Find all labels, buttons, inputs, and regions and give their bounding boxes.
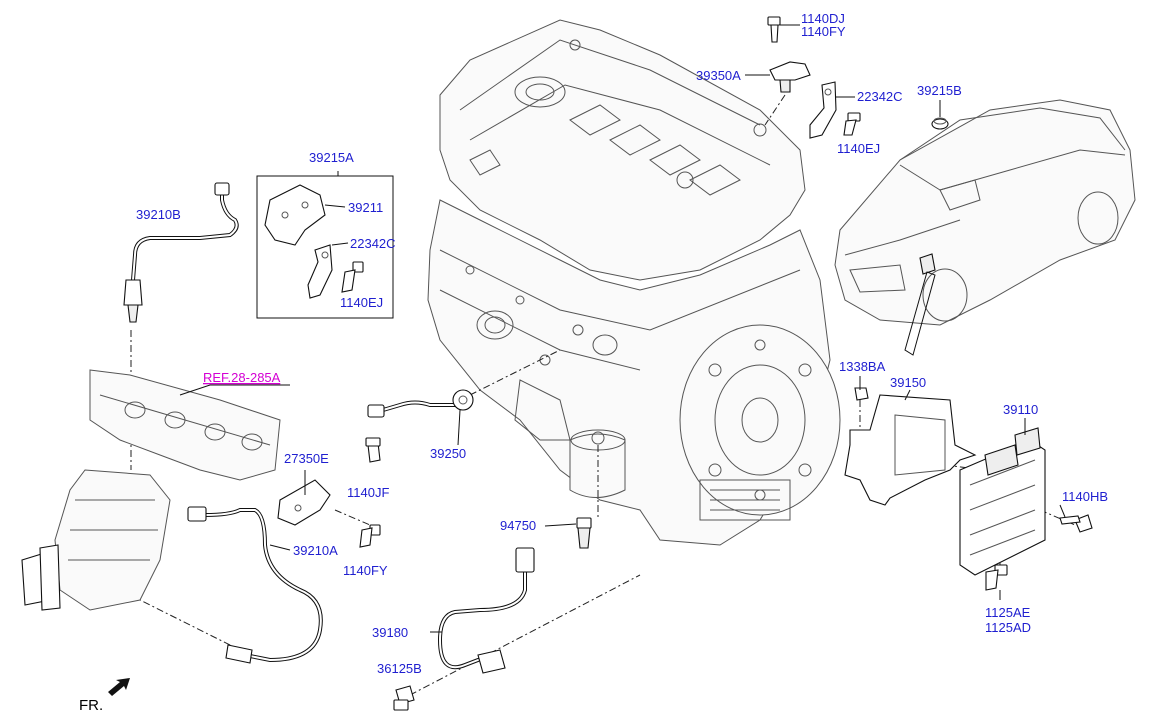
exhaust-manifold-drawing bbox=[21, 369, 281, 611]
label-1338ba[interactable]: 1338BA bbox=[839, 359, 886, 374]
bolt-1140hb[interactable] bbox=[1059, 514, 1093, 533]
label-39215a[interactable]: 39215A bbox=[309, 150, 354, 165]
camshaft-position-sensor-39350a[interactable] bbox=[769, 61, 811, 93]
label-1140jf[interactable]: 1140JF bbox=[347, 485, 389, 500]
label-27350e[interactable]: 27350E bbox=[284, 451, 329, 466]
bolt-1140dj[interactable] bbox=[767, 16, 781, 43]
bolt-36125b[interactable] bbox=[393, 685, 415, 711]
label-1140ej-box[interactable]: 1140EJ bbox=[340, 295, 383, 310]
label-36125b[interactable]: 36125B bbox=[377, 661, 422, 676]
part-labels: 1140DJ 1140FY 39350A 22342C 39215B 1140E… bbox=[79, 11, 1108, 714]
engine-control-module-39110[interactable] bbox=[959, 427, 1046, 576]
bolt-1140jf[interactable] bbox=[365, 437, 381, 463]
label-1140ej-top[interactable]: 1140EJ bbox=[837, 141, 880, 156]
label-39215b[interactable]: 39215B bbox=[917, 83, 962, 98]
callout-lines bbox=[179, 24, 1066, 633]
nut-1338ba[interactable] bbox=[854, 387, 869, 401]
front-direction-label: FR. bbox=[79, 697, 103, 714]
label-39150[interactable]: 39150 bbox=[890, 375, 926, 390]
label-22342c-box[interactable]: 22342C bbox=[350, 236, 396, 251]
label-22342c-top[interactable]: 22342C bbox=[857, 89, 903, 104]
label-39250[interactable]: 39250 bbox=[430, 446, 466, 461]
crankshaft-position-sensor-39180[interactable] bbox=[437, 547, 535, 674]
label-39210a[interactable]: 39210A bbox=[293, 543, 338, 558]
bracket-22342c-box[interactable] bbox=[307, 242, 349, 299]
label-1140hb[interactable]: 1140HB bbox=[1062, 489, 1108, 504]
label-39180[interactable]: 39180 bbox=[372, 625, 408, 640]
label-39350a[interactable]: 39350A bbox=[696, 68, 741, 83]
bracket-27350e[interactable] bbox=[277, 479, 331, 526]
bracket-22342c-top[interactable] bbox=[809, 81, 837, 139]
bracket-group-box-39215a bbox=[256, 171, 394, 319]
front-direction-arrow-icon bbox=[108, 678, 130, 696]
bolt-1140ej-box[interactable] bbox=[341, 261, 364, 293]
grommet-39215b[interactable] bbox=[931, 117, 949, 130]
label-1140fy-top[interactable]: 1140FY bbox=[801, 24, 846, 39]
bolt-1140fy[interactable] bbox=[359, 524, 381, 548]
reference-link-28-285a[interactable]: REF.28-285A bbox=[203, 370, 281, 385]
bolt-1125ae[interactable] bbox=[985, 564, 1008, 591]
label-1125ad[interactable]: 1125AD bbox=[985, 620, 1031, 635]
label-1140dj[interactable]: 1140DJ bbox=[801, 11, 845, 26]
engine-assembly-drawing bbox=[427, 19, 841, 546]
label-39211[interactable]: 39211 bbox=[348, 200, 383, 215]
rear-oxygen-sensor-39210a[interactable] bbox=[187, 506, 323, 664]
label-1140fy[interactable]: 1140FY bbox=[343, 563, 388, 578]
ecu-bracket-39150[interactable] bbox=[844, 394, 977, 506]
bolt-1140ej-top[interactable] bbox=[843, 112, 861, 136]
label-39110[interactable]: 39110 bbox=[1003, 402, 1038, 417]
label-39210b[interactable]: 39210B bbox=[136, 207, 181, 222]
label-1125ae[interactable]: 1125AE bbox=[985, 605, 1031, 620]
knock-sensor-39250[interactable] bbox=[367, 389, 474, 418]
oil-pressure-switch-94750[interactable] bbox=[576, 517, 592, 549]
vehicle-location-illustration bbox=[834, 99, 1136, 356]
label-94750[interactable]: 94750 bbox=[500, 518, 536, 533]
front-oxygen-sensor-39210b[interactable] bbox=[123, 182, 239, 323]
sensor-bracket-39211[interactable] bbox=[264, 184, 346, 246]
